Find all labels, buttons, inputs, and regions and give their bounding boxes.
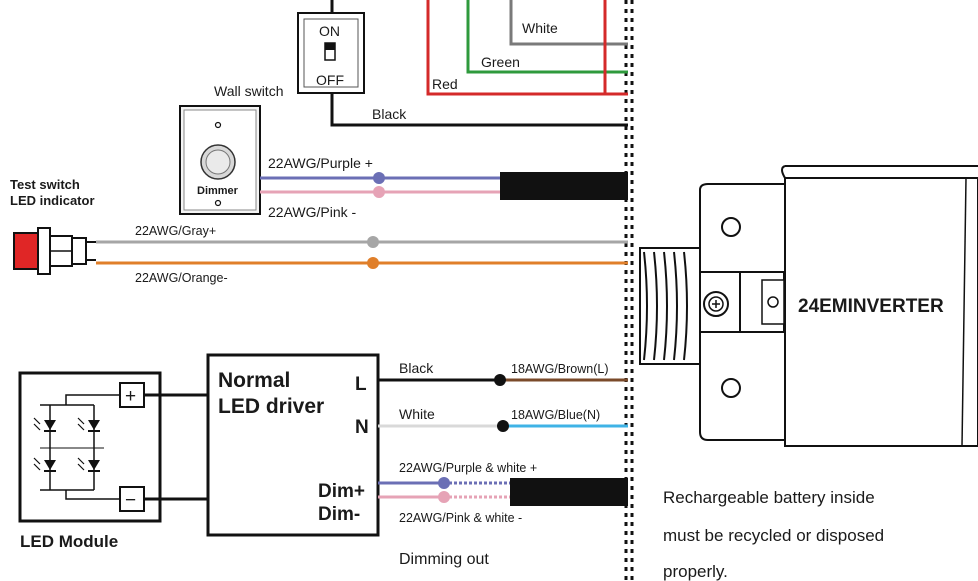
driver-title-line1: Normal: [218, 369, 290, 392]
battery-note-line3: properly.: [663, 562, 728, 581]
green-wire-label: Green: [481, 54, 520, 70]
led-plus-label: +: [125, 386, 136, 407]
led-module-label: LED Module: [20, 532, 118, 551]
enclosure-boundary: [624, 0, 634, 581]
led-indicator-label: LED indicator: [10, 193, 95, 208]
driver-pin-l: L: [355, 374, 367, 395]
white-wire-label: White: [522, 20, 558, 36]
driver-pin-dim-minus: Dim-: [318, 504, 360, 525]
pink-white-wire-label: 22AWG/Pink & white -: [399, 511, 522, 525]
led-driver-box: [206, 353, 380, 537]
led-diode-icon: [44, 420, 100, 472]
purple-wire-label: 22AWG/Purple +: [268, 155, 373, 171]
driver-title-line2: LED driver: [218, 395, 324, 418]
output-black-label: Black: [399, 360, 434, 376]
inverter-unit: [639, 165, 978, 447]
output-brown-label: 18AWG/Brown(L): [511, 362, 608, 376]
dimmer: [179, 105, 261, 215]
output-blue-label: 18AWG/Blue(N): [511, 408, 600, 422]
led-minus-terminal: [119, 486, 145, 512]
test-switch-label: Test switch: [10, 177, 80, 192]
test-switch-wires: [96, 236, 628, 269]
switch-on-label: ON: [319, 23, 340, 39]
mains-wires: [330, 0, 628, 127]
led-minus-label: −: [125, 490, 136, 511]
output-white-label: White: [399, 406, 435, 422]
wall-switch: [297, 12, 365, 94]
driver-pin-dim-plus: Dim+: [318, 481, 365, 502]
battery-note-line2: must be recycled or disposed: [663, 526, 884, 545]
red-wire-label: Red: [432, 76, 458, 92]
led-module: [18, 371, 162, 523]
dimming-out-label: Dimming out: [399, 551, 489, 568]
gray-wire-label: 22AWG/Gray+: [135, 224, 216, 238]
black-wire-label: Black: [372, 106, 407, 122]
dimmer-label: Dimmer: [197, 185, 239, 197]
test-switch: [13, 227, 96, 275]
battery-note-line1: Rechargeable battery inside: [663, 488, 875, 507]
inverter-name: 24EMINVERTER: [798, 296, 944, 317]
pink-wire-label: 22AWG/Pink -: [268, 204, 357, 220]
wall-switch-label: Wall switch: [214, 83, 284, 99]
dimmer-wires: [260, 172, 628, 200]
driver-output-wires: [378, 374, 628, 506]
orange-wire-label: 22AWG/Orange-: [135, 271, 228, 285]
driver-pin-n: N: [355, 417, 369, 438]
purple-white-wire-label: 22AWG/Purple & white +: [399, 461, 537, 475]
switch-off-label: OFF: [316, 72, 344, 88]
